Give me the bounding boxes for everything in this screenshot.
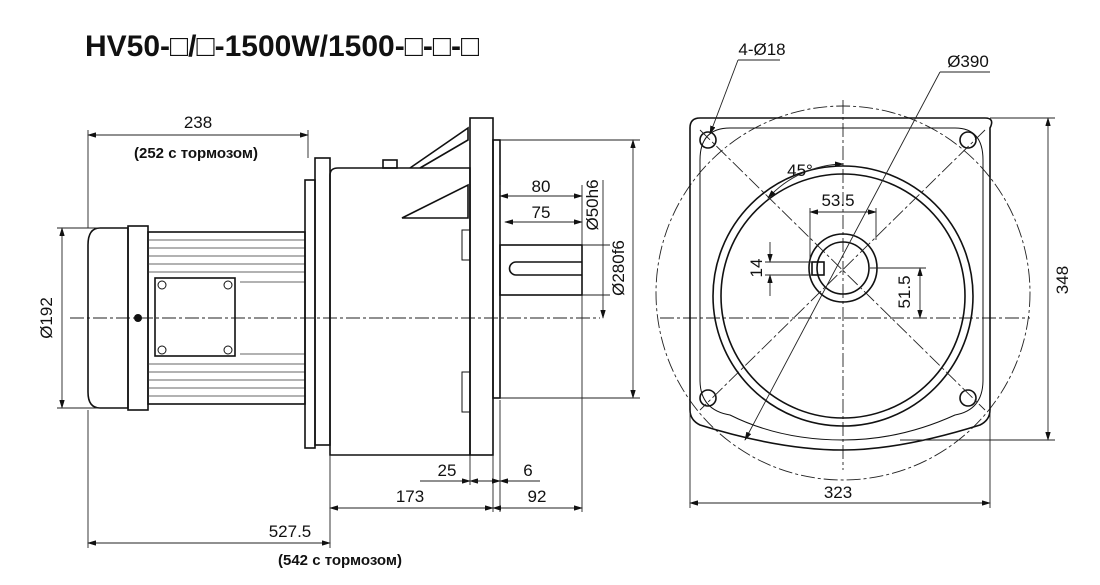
model-title: HV50-□/□-1500W/1500-□-□-□ [85, 30, 480, 63]
adapter-flange [314, 157, 331, 446]
dim-51-5: 51.5 [895, 275, 914, 308]
dim-50h6: Ø50h6 [583, 179, 602, 230]
dim-348: 348 [1053, 266, 1072, 294]
dim-75: 75 [532, 203, 551, 222]
dim-323: 323 [824, 483, 852, 502]
dim-25: 25 [438, 461, 457, 480]
dim-280f6: Ø280f6 [609, 240, 628, 296]
dim-173: 173 [396, 487, 424, 506]
flange-outline [689, 117, 993, 451]
dim-527-5-brake: (542 с тормозом) [278, 552, 402, 569]
dim-pcd-390: Ø390 [947, 52, 989, 71]
dim-53-5: 53.5 [821, 191, 854, 210]
output-shaft [499, 244, 583, 296]
gearbox-body [329, 167, 471, 456]
dim-80: 80 [532, 177, 551, 196]
terminal-box [154, 277, 236, 357]
dim-4-holes: 4-Ø18 [738, 40, 785, 59]
dim-238: 238 [184, 113, 212, 132]
dim-238-brake: (252 с тормозом) [134, 145, 258, 162]
side-view: 238 (252 с тормозом) Ø192 80 75 Ø50h6 Ø2… [37, 113, 640, 569]
mounting-holes [699, 131, 977, 407]
dim-92: 92 [528, 487, 547, 506]
dim-6: 6 [523, 461, 532, 480]
pcd-circle [655, 105, 1031, 481]
dim-angle-45: 45° [787, 161, 813, 180]
front-view: 4-Ø18 Ø390 45° 53.5 14 51.5 348 323 [655, 40, 1072, 508]
output-flange [469, 117, 494, 456]
dim-527-5: 527.5 [269, 522, 312, 541]
dim-192: Ø192 [37, 297, 56, 339]
motor-fins [148, 239, 305, 397]
dim-14: 14 [747, 259, 766, 278]
